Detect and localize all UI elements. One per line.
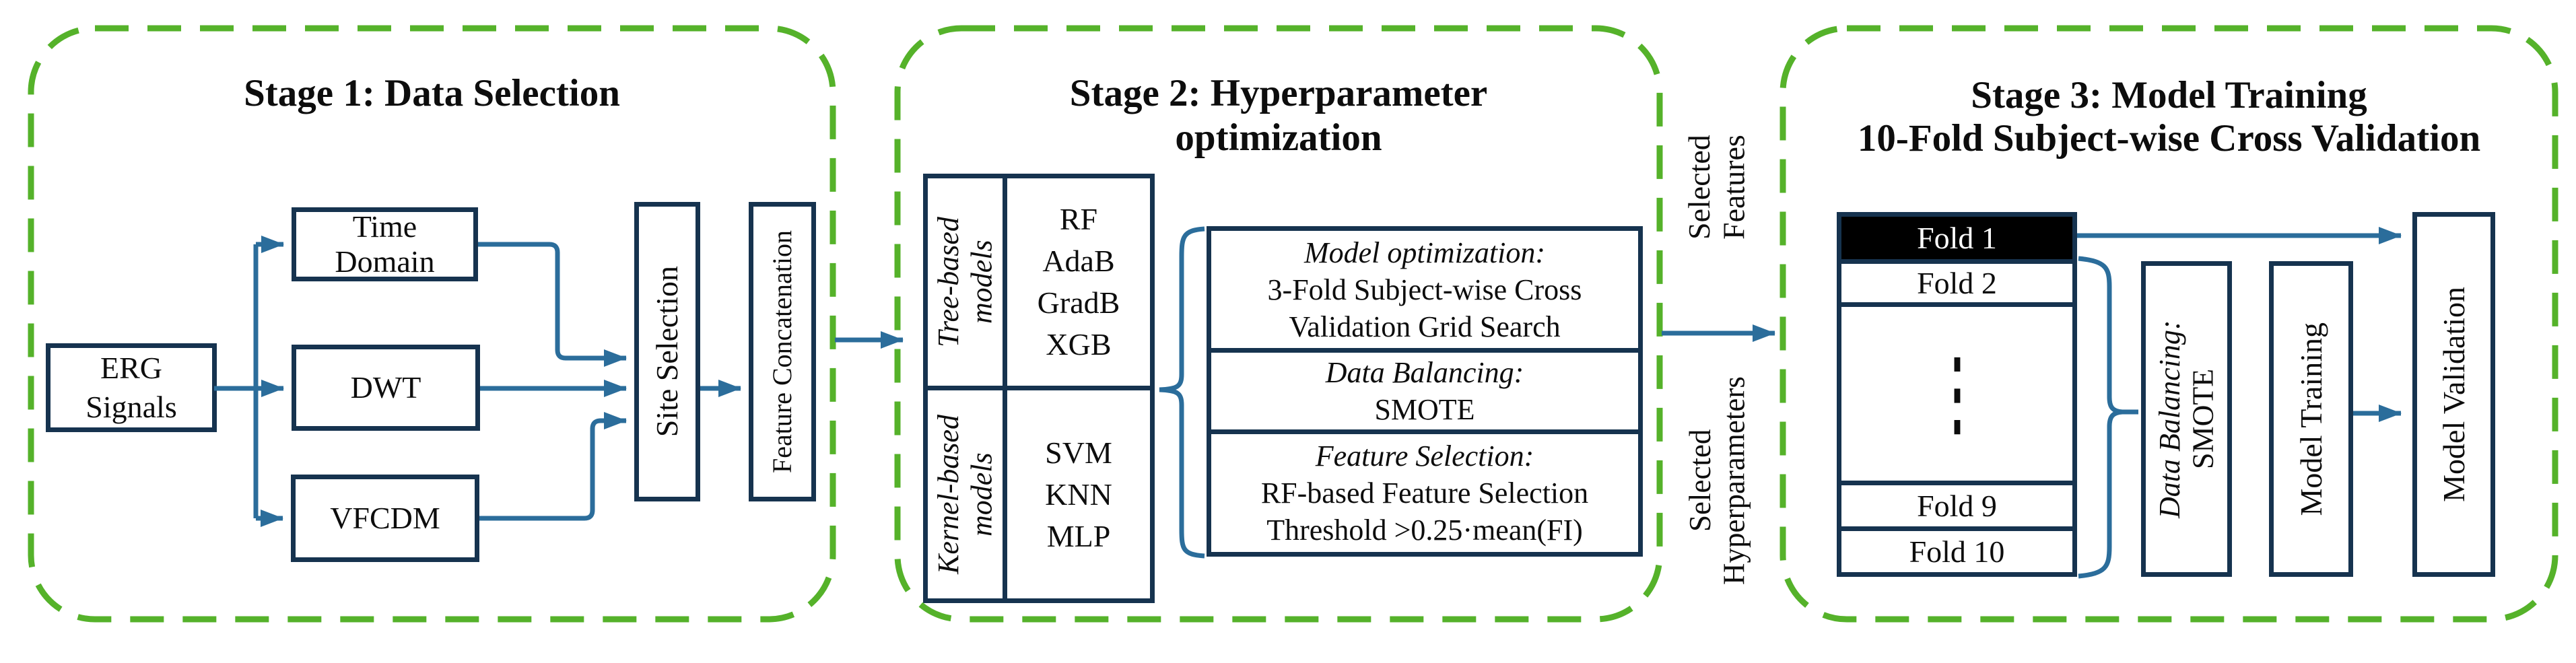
model-knn: KNN xyxy=(1045,477,1112,512)
kernel-model-list: SVM KNN MLP xyxy=(1007,390,1150,598)
dwt-box: DWT xyxy=(292,345,480,431)
fold-1-label: Fold 1 xyxy=(1917,221,1997,255)
fold-1-row: Fold 1 xyxy=(1841,217,2072,259)
smote-balancing-text: Data Balancing: SMOTE xyxy=(2153,266,2220,572)
selected-features-label-block: Selected Features xyxy=(1672,120,1761,254)
stage2-title-line1: Stage 2: Hyperparameter xyxy=(1069,72,1488,114)
model-optimization-line1: 3-Fold Subject-wise Cross xyxy=(1267,273,1582,306)
data-balancing-section: Data Balancing: SMOTE xyxy=(1211,348,1638,429)
model-svm: SVM xyxy=(1045,435,1112,470)
model-optimization-section: Model optimization: 3-Fold Subject-wise … xyxy=(1211,231,1638,348)
time-domain-line2: Domain xyxy=(335,244,435,279)
stage2-title-line2: optimization xyxy=(1175,116,1382,159)
model-mlp: MLP xyxy=(1046,518,1111,553)
model-adab: AdaB xyxy=(1042,244,1115,278)
feature-concatenation-label: Feature Concatenation xyxy=(767,230,797,473)
selected-hyperparameters-label: Selected Hyperparameters xyxy=(1683,376,1751,585)
model-validation-box: Model Validation xyxy=(2412,212,2495,577)
fold-2-row: Fold 2 xyxy=(1841,259,2072,302)
site-selection-box: Site Selection xyxy=(634,202,700,501)
model-groups-table: Tree-based models RF AdaB GradB XGB Kern… xyxy=(923,174,1155,603)
fold-stack: Fold 1 Fold 2 ⋮ Fold 9 Fold 10 xyxy=(1837,212,2077,577)
model-gradb: GradB xyxy=(1037,285,1120,320)
vfcdm-label: VFCDM xyxy=(330,501,440,535)
feature-selection-line1: RF-based Feature Selection xyxy=(1260,477,1589,510)
models-to-process-brace xyxy=(1159,226,1205,559)
dwt-label: DWT xyxy=(350,370,421,405)
erg-line1: ERG xyxy=(100,351,162,385)
model-training-box: Model Training xyxy=(2269,261,2353,577)
tree-model-list: RF AdaB GradB XGB xyxy=(1007,178,1150,390)
smote-balancing-value: SMOTE xyxy=(2186,368,2220,470)
vfcdm-to-site-arrow xyxy=(479,412,627,521)
stage1-title: Stage 1: Data Selection xyxy=(31,71,833,116)
optimization-process-box: Model optimization: 3-Fold Subject-wise … xyxy=(1207,226,1643,557)
model-optimization-header: Model optimization: xyxy=(1303,236,1546,269)
time-domain-line1: Time xyxy=(352,209,417,244)
tree-based-models-label: Tree-based models xyxy=(932,217,998,347)
feature-selection-header: Feature Selection: xyxy=(1315,440,1534,473)
fold-9-label: Fold 9 xyxy=(1917,489,1997,523)
model-validation-label: Model Validation xyxy=(2436,287,2471,502)
fold-10-row: Fold 10 xyxy=(1841,526,2072,572)
feature-selection-section: Feature Selection: RF-based Feature Sele… xyxy=(1211,429,1638,552)
site-selection-label: Site Selection xyxy=(650,266,684,438)
stage3-title-line2: 10-Fold Subject-wise Cross Validation xyxy=(1857,117,2481,160)
kernel-based-models-label: Kernel-based models xyxy=(932,414,998,575)
fold-9-row: Fold 9 xyxy=(1841,481,2072,526)
selected-hyperparameters-label-block: Selected Hyperparameters xyxy=(1672,357,1761,604)
stage3-title-line1: Stage 3: Model Training xyxy=(1971,74,2367,116)
smote-balancing-box: Data Balancing: SMOTE xyxy=(2141,261,2232,577)
selected-features-label: Selected Features xyxy=(1682,135,1751,240)
data-balancing-header: Data Balancing: xyxy=(1325,356,1524,389)
training-folds-brace xyxy=(2078,256,2123,579)
fold-ellipsis-row: ⋮ xyxy=(1841,302,2072,481)
time-domain-to-site-arrow xyxy=(478,242,627,367)
kernel-based-models-cell: Kernel-based models xyxy=(928,390,1007,598)
feature-selection-line2: Threshold >0.25·mean(FI) xyxy=(1266,514,1583,547)
feature-concatenation-box: Feature Concatenation xyxy=(749,202,816,501)
model-xgb: XGB xyxy=(1046,327,1112,361)
data-balancing-line1: SMOTE xyxy=(1374,393,1475,426)
model-rf: RF xyxy=(1059,202,1098,236)
model-training-label: Model Training xyxy=(2293,322,2328,516)
fold-ellipsis: ⋮ xyxy=(1934,343,1979,445)
vfcdm-box: VFCDM xyxy=(291,475,479,562)
tree-based-models-cell: Tree-based models xyxy=(928,178,1007,390)
erg-signals-box: ERG Signals xyxy=(46,343,217,432)
smote-balancing-header: Data Balancing: xyxy=(2153,320,2187,518)
stage1-title-text: Stage 1: Data Selection xyxy=(244,72,620,114)
model-optimization-line2: Validation Grid Search xyxy=(1289,310,1561,343)
fold-10-label: Fold 10 xyxy=(1909,534,2005,569)
erg-line2: Signals xyxy=(86,390,177,424)
fold-2-label: Fold 2 xyxy=(1917,266,1997,300)
